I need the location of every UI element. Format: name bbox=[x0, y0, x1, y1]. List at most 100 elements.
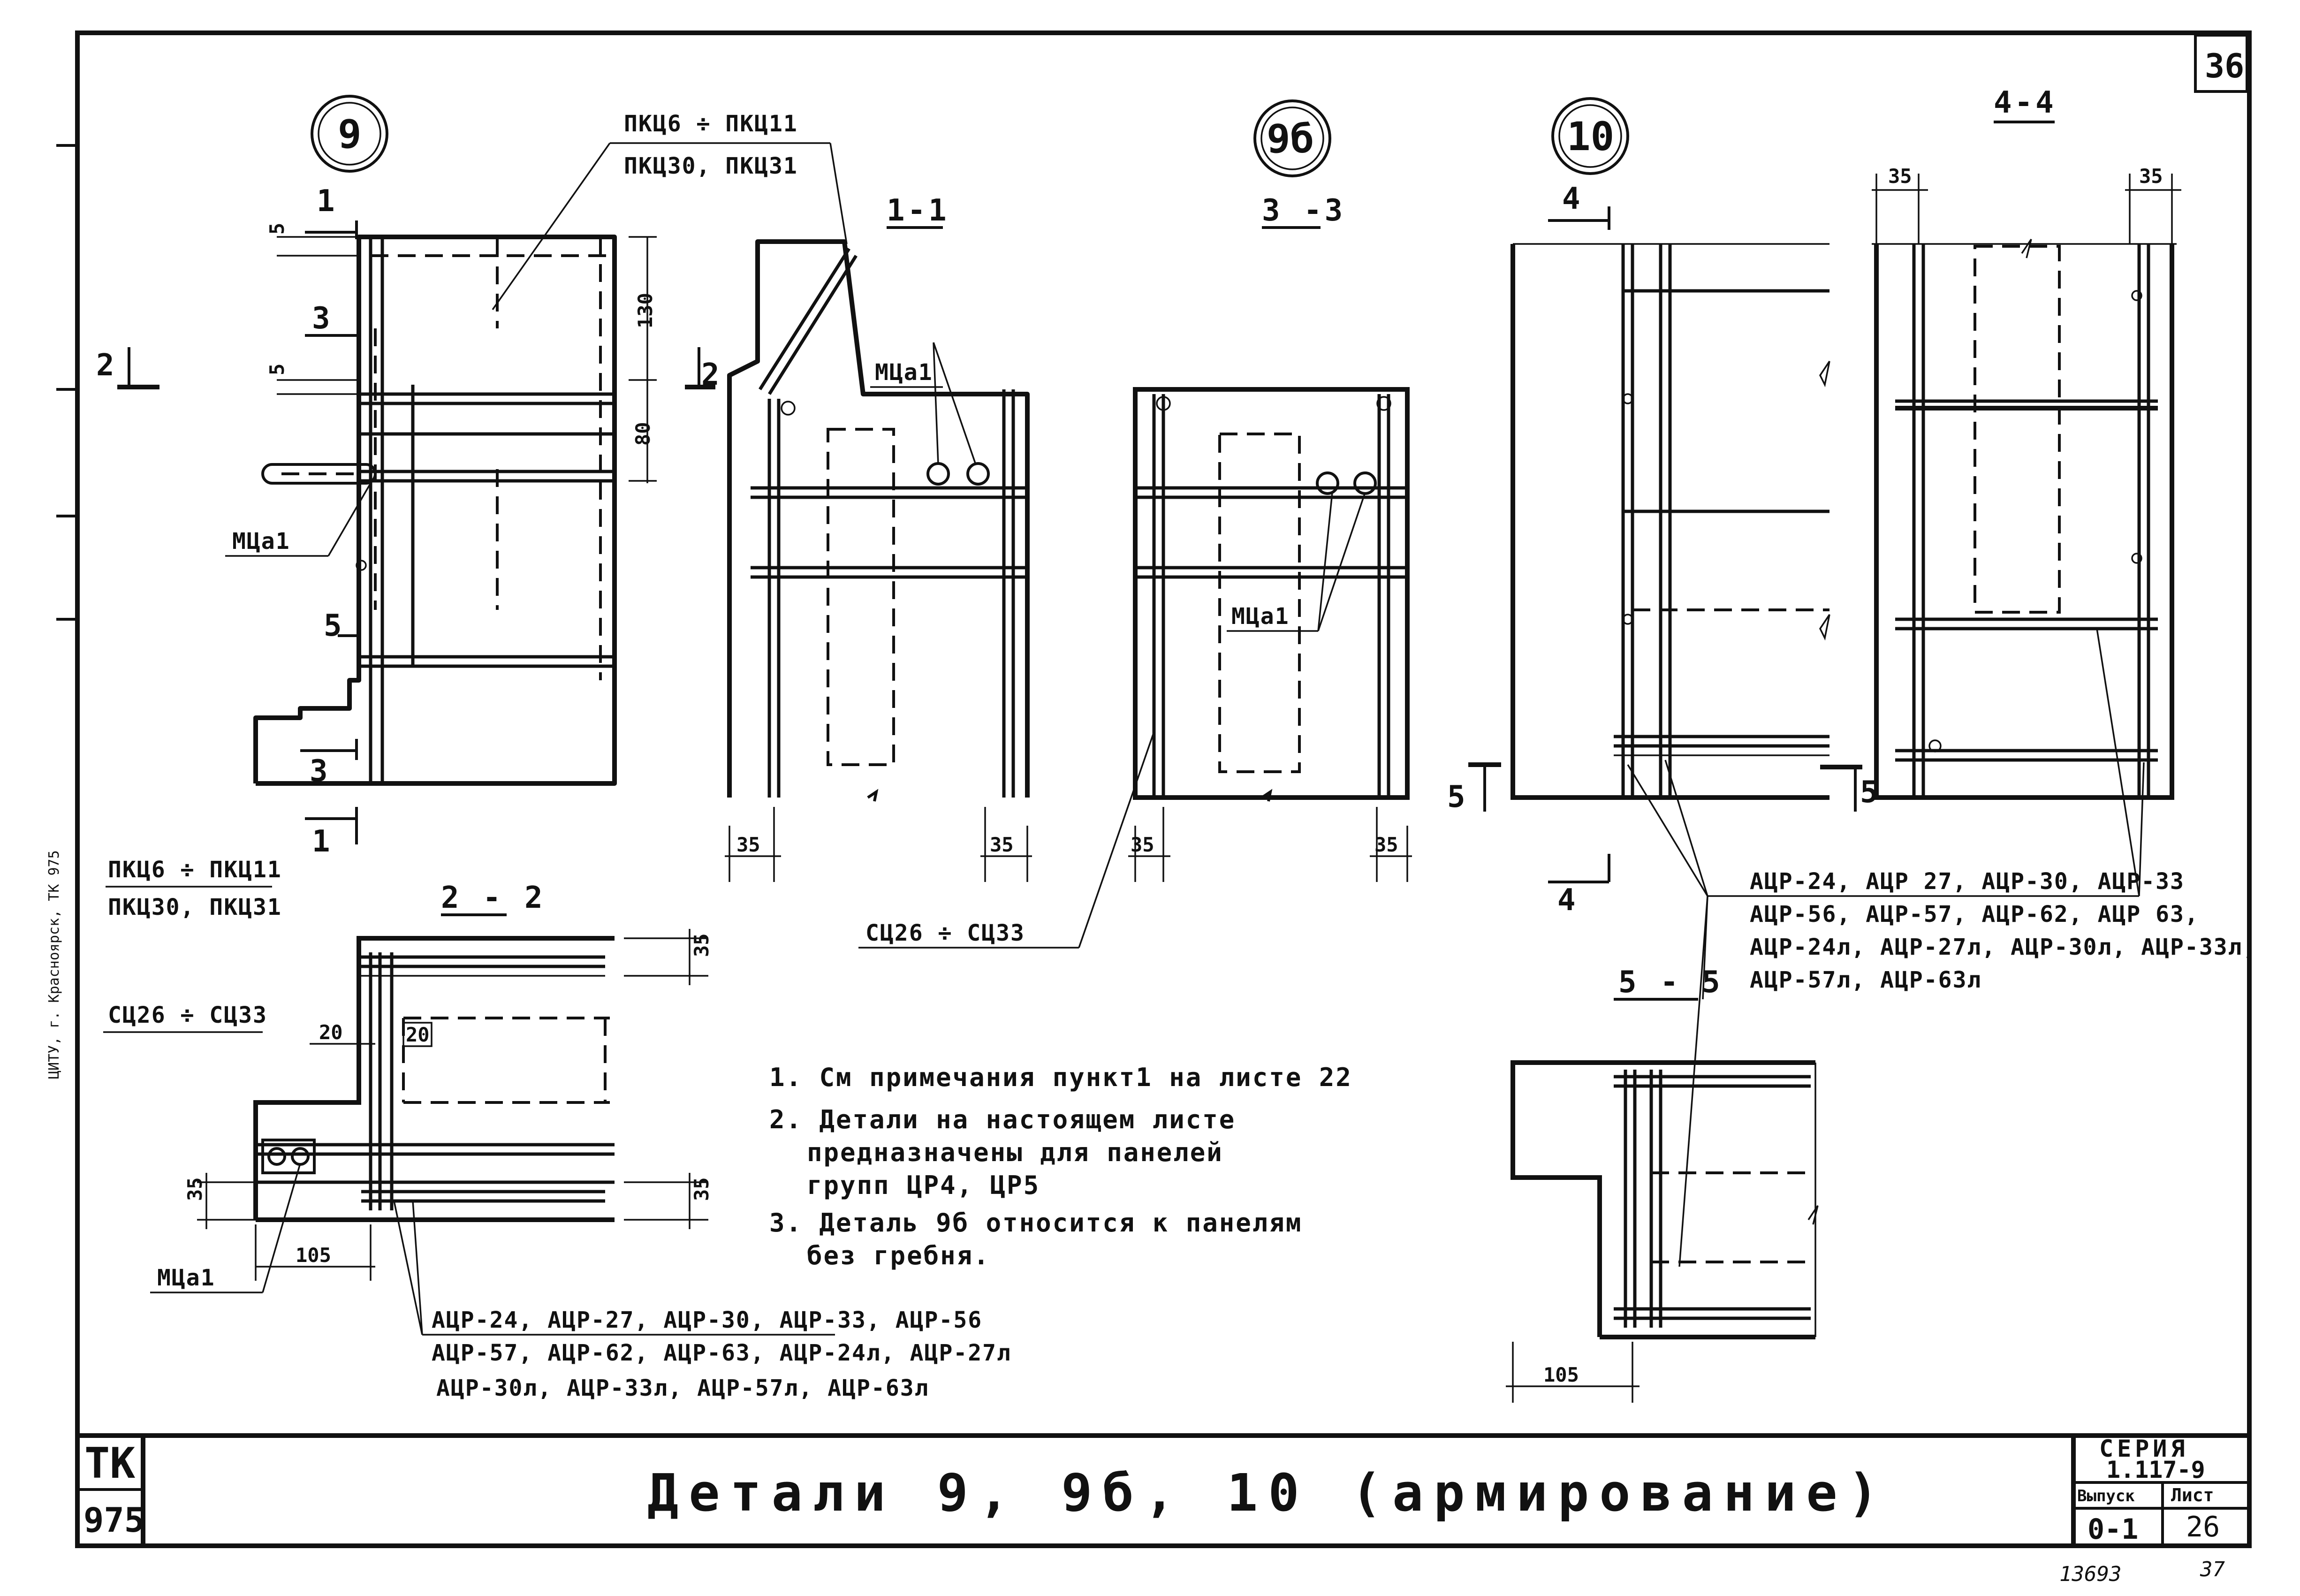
dim-105-s22: 105 bbox=[296, 1244, 331, 1267]
cut-marker-2-right: 2 bbox=[685, 347, 722, 392]
sheet-title: Детали 9, 9б, 10 (армирование) bbox=[647, 1463, 1889, 1523]
note-2c: групп ЦР4, ЦР5 bbox=[807, 1170, 1040, 1200]
note-1: 1. См примечания пункт1 на листе 22 bbox=[769, 1063, 1352, 1092]
mca1-label-s22: МЦа1 bbox=[150, 1163, 301, 1293]
svg-text:АЦР-56, АЦР-57, АЦР-62, АЦР 63: АЦР-56, АЦР-57, АЦР-62, АЦР 63, bbox=[1750, 901, 2199, 927]
dim-105-s55: 105 bbox=[1543, 1363, 1579, 1386]
notes: 1. См примечания пункт1 на листе 22 2. Д… bbox=[769, 1063, 1352, 1270]
dim-5-top: 5 bbox=[266, 223, 288, 235]
svg-text:АЦР-24, АЦР 27, АЦР-30, АЦР-33: АЦР-24, АЦР 27, АЦР-30, АЦР-33 bbox=[1750, 868, 2185, 895]
svg-text:АЦР-24л, АЦР-27л, АЦР-30л, АЦР: АЦР-24л, АЦР-27л, АЦР-30л, АЦР-33л, bbox=[1750, 934, 2257, 960]
dim-5-mid: 5 bbox=[266, 364, 288, 375]
svg-text:МЦа1: МЦа1 bbox=[875, 359, 933, 386]
dim-20-s22-b: 20 bbox=[406, 1023, 430, 1046]
dim-35-s33-left: 35 bbox=[1131, 833, 1154, 856]
svg-text:5: 5 bbox=[1447, 780, 1468, 814]
cut-marker-5-right: 5 bbox=[1820, 765, 1878, 812]
svg-text:АЦР-57, АЦР-62, АЦР-63, АЦР-24: АЦР-57, АЦР-62, АЦР-63, АЦР-24л, АЦР-27л bbox=[432, 1340, 1011, 1366]
acr-label-left: АЦР-24, АЦР-27, АЦР-30, АЦР-33, АЦР-56 А… bbox=[393, 1201, 1011, 1401]
svg-text:МЦа1: МЦа1 bbox=[157, 1265, 215, 1291]
cut-marker-1-top: 1 bbox=[305, 184, 358, 239]
section-4-4 bbox=[1872, 174, 2181, 800]
section-5-5-title: 5 - 5 bbox=[1618, 965, 1723, 1000]
svg-text:СЦ26 ÷ СЦ33: СЦ26 ÷ СЦ33 bbox=[865, 920, 1025, 946]
pkc-left-label: ПКЦ6 ÷ ПКЦ11 ПКЦ30, ПКЦ31 bbox=[106, 857, 282, 920]
note-3a: 3. Деталь 9б относится к панелям bbox=[769, 1208, 1302, 1238]
tk-label: ТК bbox=[84, 1439, 135, 1488]
section-2-2-title: 2 - 2 bbox=[441, 881, 546, 915]
svg-text:2: 2 bbox=[96, 348, 117, 383]
svg-text:1: 1 bbox=[312, 824, 333, 859]
svg-text:СЦ26 ÷ СЦ33: СЦ26 ÷ СЦ33 bbox=[108, 1002, 267, 1028]
dim-20-s22-a: 20 bbox=[319, 1021, 343, 1044]
sheet-value: 26 bbox=[2186, 1511, 2220, 1543]
mca1-label-left: МЦа1 bbox=[232, 528, 290, 555]
svg-text:9: 9 bbox=[338, 111, 362, 157]
detail-10-elevation bbox=[1511, 243, 1830, 800]
page-number-top: 36 bbox=[2205, 47, 2244, 85]
section-3-3 bbox=[1128, 387, 1412, 882]
dim-35-s11-right: 35 bbox=[990, 833, 1014, 856]
svg-text:АЦР-24, АЦР-27, АЦР-30, АЦР-33: АЦР-24, АЦР-27, АЦР-30, АЦР-33, АЦР-56 bbox=[432, 1307, 982, 1333]
issue-value: 0-1 bbox=[2087, 1513, 2138, 1546]
dim-35-s44-right: 35 bbox=[2139, 165, 2163, 188]
detail-marker-9b: 9б bbox=[1253, 99, 1331, 177]
sheet-frame bbox=[56, 30, 2252, 1548]
svg-text:3: 3 bbox=[312, 301, 333, 336]
cut-marker-5-detail9: 5 bbox=[324, 608, 357, 643]
issue-label: Выпуск bbox=[2077, 1487, 2135, 1505]
sheet-label: Лист bbox=[2171, 1485, 2214, 1505]
cut-marker-4-bottom: 4 bbox=[1548, 854, 1610, 918]
dim-35-s22-top: 35 bbox=[690, 933, 713, 957]
dim-35-s22-bottom: 35 bbox=[690, 1177, 713, 1201]
acr-label-right: АЦР-24, АЦР 27, АЦР-30, АЦР-33 АЦР-56, А… bbox=[1627, 628, 2257, 1267]
svg-text:ПКЦ6 ÷ ПКЦ11: ПКЦ6 ÷ ПКЦ11 bbox=[108, 857, 282, 883]
detail-9-elevation bbox=[253, 235, 657, 786]
dim-35-s44-left: 35 bbox=[1888, 165, 1912, 188]
cut-marker-5-left: 5 bbox=[1447, 762, 1501, 814]
svg-text:МЦа1: МЦа1 bbox=[1231, 603, 1290, 630]
cut-marker-2-left: 2 bbox=[96, 347, 159, 389]
svg-text:4: 4 bbox=[1562, 182, 1583, 216]
section-5-5 bbox=[1506, 1060, 1819, 1403]
side-note: ЦИТУ, г. Красноярск, ТК 975 bbox=[46, 850, 62, 1079]
cut-marker-4-top: 4 bbox=[1548, 182, 1610, 230]
pkc-top-label: ПКЦ6 ÷ ПКЦ11 ПКЦ30, ПКЦ31 bbox=[492, 111, 848, 311]
svg-text:АЦР-57л, АЦР-63л: АЦР-57л, АЦР-63л bbox=[1750, 967, 1981, 993]
dim-35-s33-right: 35 bbox=[1374, 833, 1398, 856]
section-4-4-title: 4-4 bbox=[1994, 85, 2057, 120]
dim-80: 80 bbox=[631, 422, 654, 446]
series-label: СЕРИЯ bbox=[2099, 1435, 2189, 1462]
svg-text:ПКЦ30, ПКЦ31: ПКЦ30, ПКЦ31 bbox=[108, 894, 282, 920]
svg-text:2: 2 bbox=[701, 357, 722, 392]
mca1-label-s11: МЦа1 bbox=[870, 342, 977, 465]
svg-text:1: 1 bbox=[317, 184, 338, 219]
tk-number: 975 bbox=[83, 1500, 144, 1540]
svg-text:ПКЦ30, ПКЦ31: ПКЦ30, ПКЦ31 bbox=[624, 153, 798, 179]
svg-text:9б: 9б bbox=[1267, 116, 1314, 162]
svg-text:3: 3 bbox=[310, 754, 331, 789]
cut-marker-3-top: 3 bbox=[305, 301, 357, 337]
cut-marker-3-bottom: 3 bbox=[300, 739, 358, 789]
svg-text:5: 5 bbox=[324, 608, 345, 643]
cut-marker-1-bottom: 1 bbox=[305, 807, 358, 859]
dim-35-s11-left: 35 bbox=[736, 833, 760, 856]
sc-left-label: СЦ26 ÷ СЦ33 bbox=[103, 1002, 267, 1033]
dim-35-s22-left: 35 bbox=[183, 1177, 206, 1201]
detail-marker-10: 10 bbox=[1551, 97, 1629, 175]
series-value: 1.117-9 bbox=[2106, 1456, 2205, 1483]
bottom-number-right: 37 bbox=[2200, 1558, 2225, 1581]
svg-text:4: 4 bbox=[1557, 883, 1579, 918]
mca1-label-s33: МЦа1 bbox=[1227, 492, 1366, 632]
section-1-1 bbox=[725, 239, 1032, 882]
section-3-3-title: 3 -3 bbox=[1262, 193, 1345, 228]
note-3b: без гребня. bbox=[807, 1241, 990, 1270]
bottom-number-left: 13693 bbox=[2059, 1562, 2121, 1586]
svg-text:АЦР-30л, АЦР-33л, АЦР-57л, АЦР: АЦР-30л, АЦР-33л, АЦР-57л, АЦР-63л bbox=[436, 1375, 929, 1401]
detail-marker-9: 9 bbox=[311, 95, 388, 173]
note-2b: предназначены для панелей bbox=[807, 1138, 1223, 1167]
sc-label-mid: СЦ26 ÷ СЦ33 bbox=[858, 731, 1155, 949]
section-2-2 bbox=[197, 929, 708, 1281]
svg-text:10: 10 bbox=[1567, 114, 1614, 160]
